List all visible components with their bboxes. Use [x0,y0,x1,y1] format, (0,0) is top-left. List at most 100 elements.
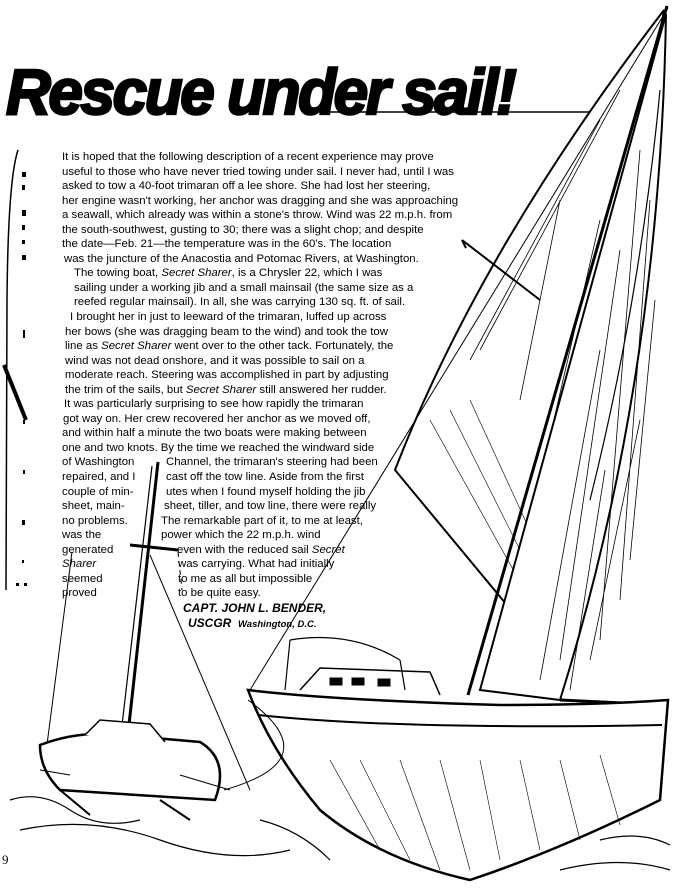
text-line: sailing under a working jib and a small … [0,281,480,296]
text-line: was the power which the 22 m.p.h. wind [0,528,480,543]
text-line: seemed to me as all but impossible [0,572,480,587]
text-line-content: and within half a minute the two boats w… [62,427,367,440]
text-fragment: went over to the other tack. Fortunately… [171,340,394,353]
right-column-text: utes when I found myself holding the jib [166,485,366,498]
text-line: her engine wasn't working, her anchor wa… [0,194,480,209]
spreader [461,239,541,301]
text-line-content: line as Secret Sharer went over to the o… [65,339,393,354]
text-line-content: It was particularly surprising to see ho… [64,398,364,411]
right-column-text: power which the 22 m.p.h. wind [161,529,321,542]
left-column-text: repaired, and I [62,471,136,484]
text-line: asked to tow a 40-foot trimaran off a le… [0,179,480,194]
text-line: sheet, main-sheet, tiller, and tow line,… [0,499,480,514]
margin-marks [16,172,27,586]
left-column-text: Sharer [62,558,97,571]
boat-name: Secret Sharer [101,340,172,353]
text-line-content: one and two knots. By the time we reache… [62,441,375,454]
text-line: no problems. The remarkable part of it, t… [0,514,480,529]
right-column-text: cast off the tow line. Aside from the fi… [166,471,364,484]
text-line: a seawall, which already was within a st… [0,208,480,223]
boat-name: Secret Sharer [161,267,232,280]
text-line: one and two knots. By the time we reache… [0,441,480,456]
text-line-content: a seawall, which already was within a st… [62,209,453,222]
right-column-text: even with the reduced sail Secret [177,543,345,558]
text-line: and within half a minute the two boats w… [0,426,480,441]
text-line-content: got way on. Her crew recovered her ancho… [63,412,371,425]
right-column-text: sheet, tiller, and tow line, there were … [164,500,377,513]
text-line-content: her bows (she was dragging beam to the w… [65,325,388,338]
main-hull [246,636,670,882]
author-org: USCGR [188,615,232,630]
text-line: The towing boat, Secret Sharer, is a Chr… [0,266,480,281]
text-line-content: The towing boat, Secret Sharer, is a Chr… [74,266,382,281]
mainsail [478,13,667,702]
left-column-text: no problems. [62,514,128,527]
text-line: was the juncture of the Anacostia and Po… [0,252,480,267]
trimaran [38,461,251,821]
boat-name: Secret [311,543,345,556]
text-line: the south-southwest, gusting to 30; ther… [0,223,480,238]
text-line-content: wind was not dead onshore, and it was po… [65,354,365,367]
text-line: repaired, and I cast off the tow line. As… [0,470,480,485]
right-column-text: was carrying. What had initially [178,558,335,571]
text-fragment: The towing boat, [74,267,162,280]
left-column-text: seemed [62,572,103,585]
text-line-content: the date—Feb. 21—the temperature was in … [62,238,392,251]
text-fragment: the trim of the sails, but [65,383,186,396]
text-line: the trim of the sails, but Secret Sharer… [0,383,480,398]
text-line-content: sailing under a working jib and a small … [74,281,414,294]
text-line: wind was not dead onshore, and it was po… [0,354,480,369]
text-line: reefed regular mainsail). In all, she wa… [0,295,480,310]
text-line-content: moderate reach. Steering was accomplishe… [65,369,389,382]
left-column-text: proved [62,587,97,600]
page-number: 9 [2,852,9,867]
right-column-text: to me as all but impossible [178,572,313,585]
left-column-text: sheet, main- [62,500,125,513]
text-line: of Washington Channel, the trimaran's ste… [0,455,480,470]
frame-stroke [2,364,28,421]
main-mast [466,5,669,696]
text-line: It was particularly surprising to see ho… [0,397,480,412]
text-line: moderate reach. Steering was accomplishe… [0,368,480,383]
text-line-content: asked to tow a 40-foot trimaran off a le… [62,180,431,193]
signature-line: USCGR Washington, D.C. [0,616,480,631]
article-body: It is hoped that the following descripti… [0,150,480,630]
text-fragment: , is a Chrysler 22, which I was [231,267,383,280]
tow-line [223,699,285,791]
text-fragment: line as [65,340,102,353]
text-line-content: I brought her in just to leeward of the … [70,311,387,324]
text-fragment: even with the reduced sail [177,543,312,556]
text-line: couple of min-utes when I found myself h… [0,485,480,500]
text-line: generated even with the reduced sail Secr… [0,543,480,558]
text-line-content: the south-southwest, gusting to 30; ther… [62,223,424,236]
left-column-text: couple of min- [62,485,134,498]
text-line-content: the trim of the sails, but Secret Sharer… [65,383,387,398]
text-fragment: still answered her rudder. [256,383,387,396]
author-affiliation: USCGR Washington, D.C. [188,616,316,633]
text-line: It is hoped that the following descripti… [0,150,480,165]
right-column-text: to be quite easy. [178,587,261,600]
text-line-content: her engine wasn't working, her anchor wa… [62,194,459,207]
waves [9,796,671,871]
signature-line: CAPT. JOHN L. BENDER, [0,601,480,616]
text-line: Sharer was carrying. What had initially [0,557,480,572]
right-column-text: The remarkable part of it, to me at leas… [161,514,363,527]
forestay [249,7,669,691]
text-line: line as Secret Sharer went over to the o… [0,339,480,354]
text-line-content: reefed regular mainsail). In all, she wa… [74,296,406,309]
left-column-text: was the [62,529,102,542]
text-line: useful to those who have never tried tow… [0,165,480,180]
right-column-text: Channel, the trimaran's steering had bee… [166,456,378,469]
boat-name: Secret Sharer [185,383,257,396]
frame-curve [5,149,19,591]
text-line: proved to be quite easy. [0,586,480,601]
author-place: Washington, D.C. [238,618,317,630]
text-line: I brought her in just to leeward of the … [0,310,480,325]
headline: Rescue under sail! [5,55,518,130]
left-column-text: generated [62,543,114,556]
text-line-content: was the juncture of the Anacostia and Po… [64,252,419,265]
left-column-text: of Washington [62,456,135,469]
text-line: her bows (she was dragging beam to the w… [0,325,480,340]
